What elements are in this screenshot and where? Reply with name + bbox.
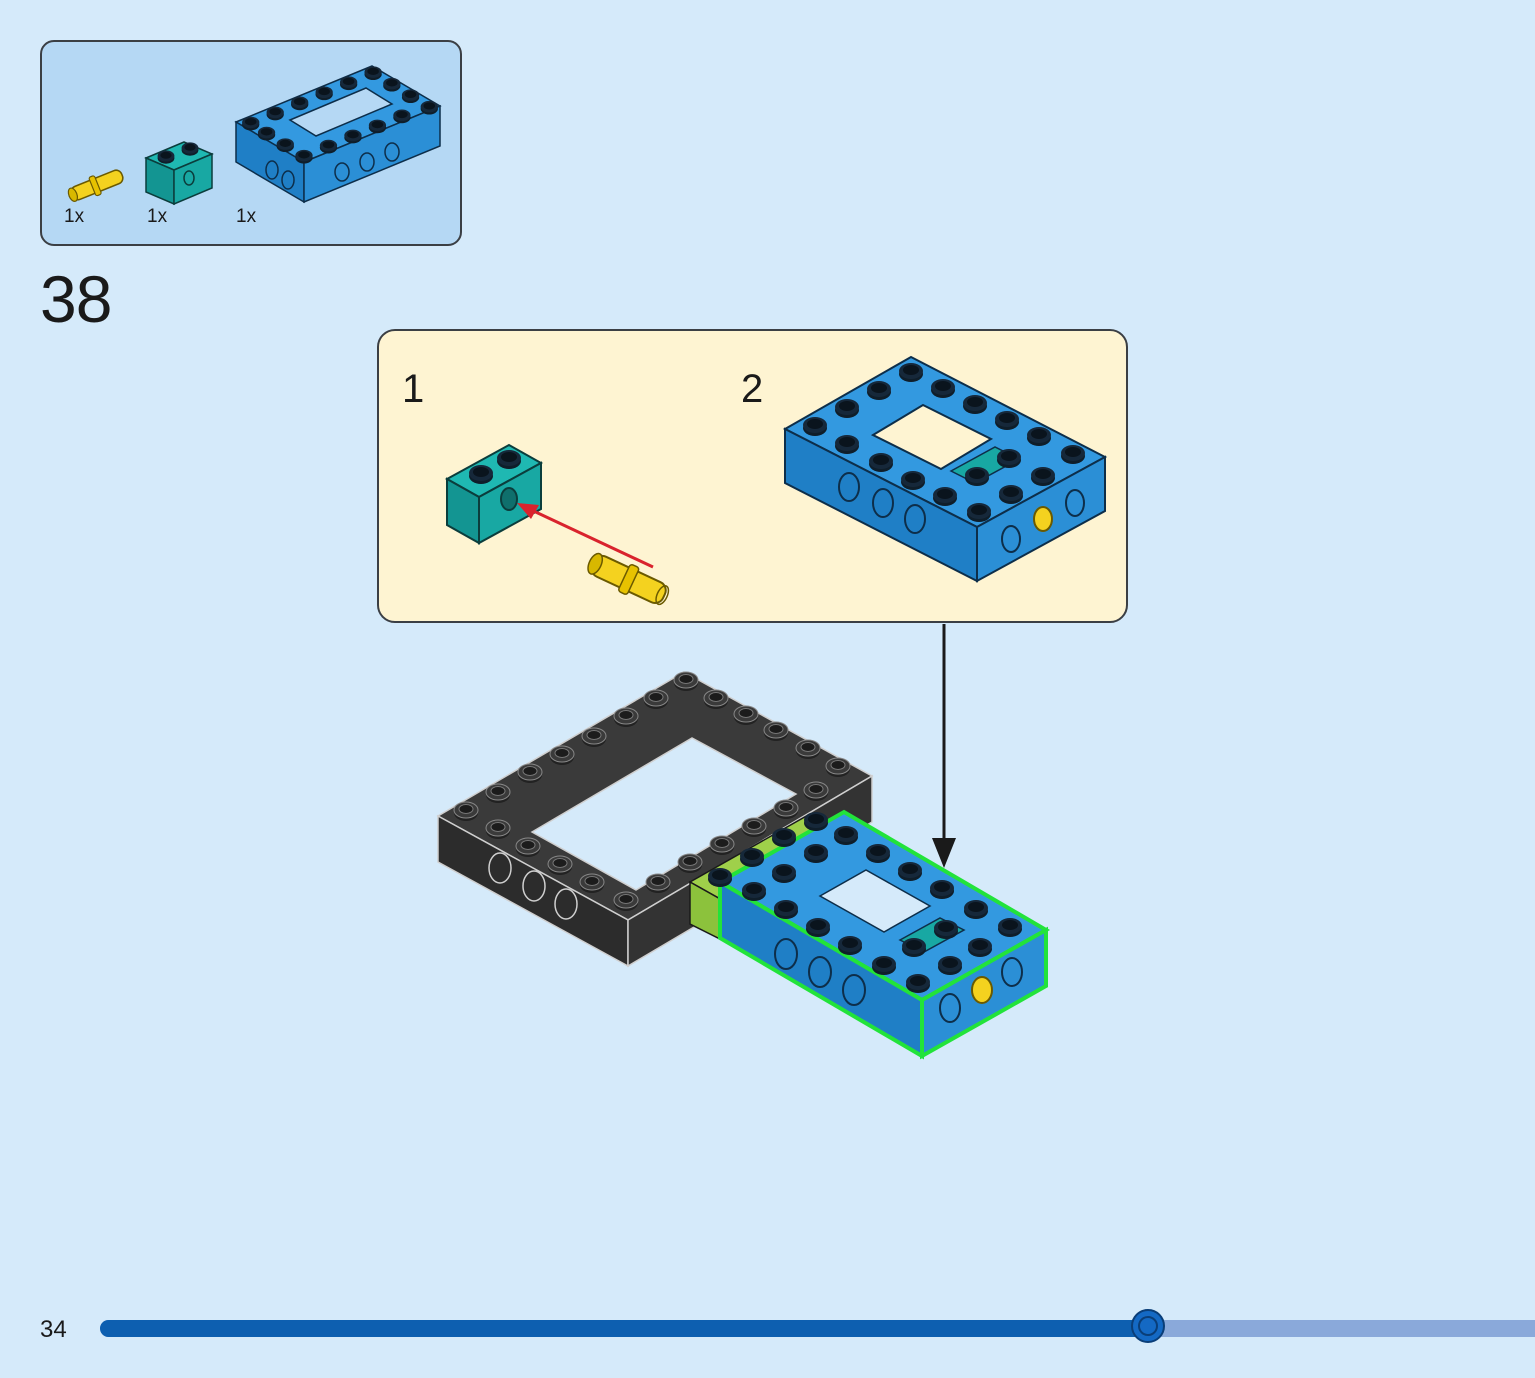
progress-fill (100, 1320, 1148, 1337)
substep-panel: 1 2 (377, 329, 1128, 623)
step-number: 38 (40, 262, 112, 336)
substep-1-number: 1 (402, 367, 425, 411)
yellow-pin-icon (67, 169, 124, 203)
parts-callout: 1x 1x 1x (40, 40, 462, 246)
substep-2-number: 2 (741, 367, 764, 411)
progress-bar (100, 1309, 1535, 1343)
teal-brick-icon (144, 141, 214, 206)
brick-quantity: 1x (147, 206, 168, 227)
insert-arrow (524, 505, 654, 569)
blue-frame-icon (234, 65, 442, 204)
frame-quantity: 1x (236, 206, 257, 227)
page-number: 34 (40, 1316, 67, 1343)
substep-1-illustration (444, 443, 670, 606)
substep-2-illustration (782, 355, 1108, 583)
main-assembly-illustration (436, 624, 1051, 1060)
progress-marker (1130, 1309, 1165, 1343)
pin-quantity: 1x (64, 206, 85, 227)
